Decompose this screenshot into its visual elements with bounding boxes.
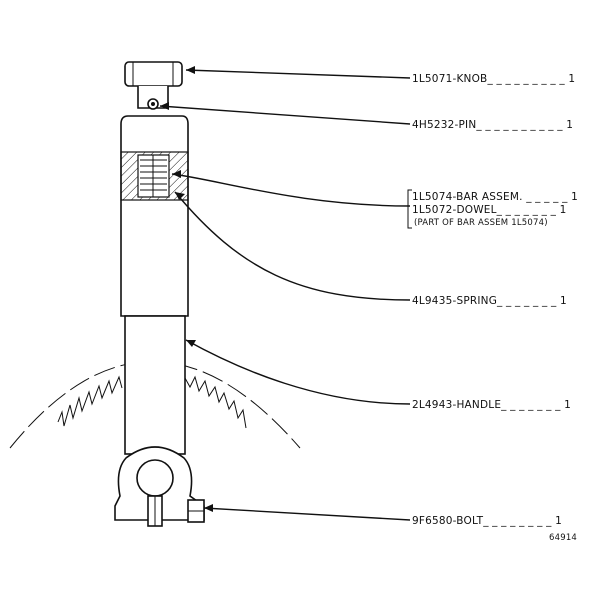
pin: [147, 98, 159, 110]
leader-lines: [159, 66, 411, 521]
label-dowel-note: (PART OF BAR ASSEM 1L5074): [414, 218, 548, 228]
label-knob: 1L5071-KNOB_ _ _ _ _ _ _ _ _ 1: [412, 73, 575, 85]
leader-handle: [185, 339, 411, 405]
handle: [124, 315, 186, 455]
label-dowel: 1L5072-DOWEL_ _ _ _ _ _ _ 1: [412, 204, 566, 216]
label-pin: 4H5232-PIN_ _ _ _ _ _ _ _ _ _ 1: [412, 119, 573, 131]
label-handle: 2L4943-HANDLE_ _ _ _ _ _ _ 1: [412, 399, 571, 411]
figure-number: 64914: [549, 533, 577, 543]
gear-teeth-left: [57, 375, 123, 427]
label-bar-assem: 1L5074-BAR ASSEM. _ _ _ _ _ 1: [412, 191, 578, 203]
knob: [124, 61, 183, 109]
bar-assembly: [120, 115, 189, 317]
label-bolt: 9F6580-BOLT_ _ _ _ _ _ _ _ 1: [412, 515, 562, 527]
leader-bar-assem: [171, 173, 411, 207]
leader-spring: [174, 191, 411, 301]
clamp-base: [114, 446, 205, 527]
part-labels: 1L5071-KNOB_ _ _ _ _ _ _ _ _ 1 4H5232-PI…: [407, 73, 578, 543]
leader-bolt: [203, 507, 411, 521]
leader-pin: [159, 105, 411, 125]
bracket: [407, 189, 412, 229]
label-spring: 4L9435-SPRING_ _ _ _ _ _ _ 1: [412, 295, 567, 307]
bolt: [187, 499, 205, 523]
gear-teeth-right: [184, 375, 247, 429]
leader-knob: [185, 69, 411, 79]
